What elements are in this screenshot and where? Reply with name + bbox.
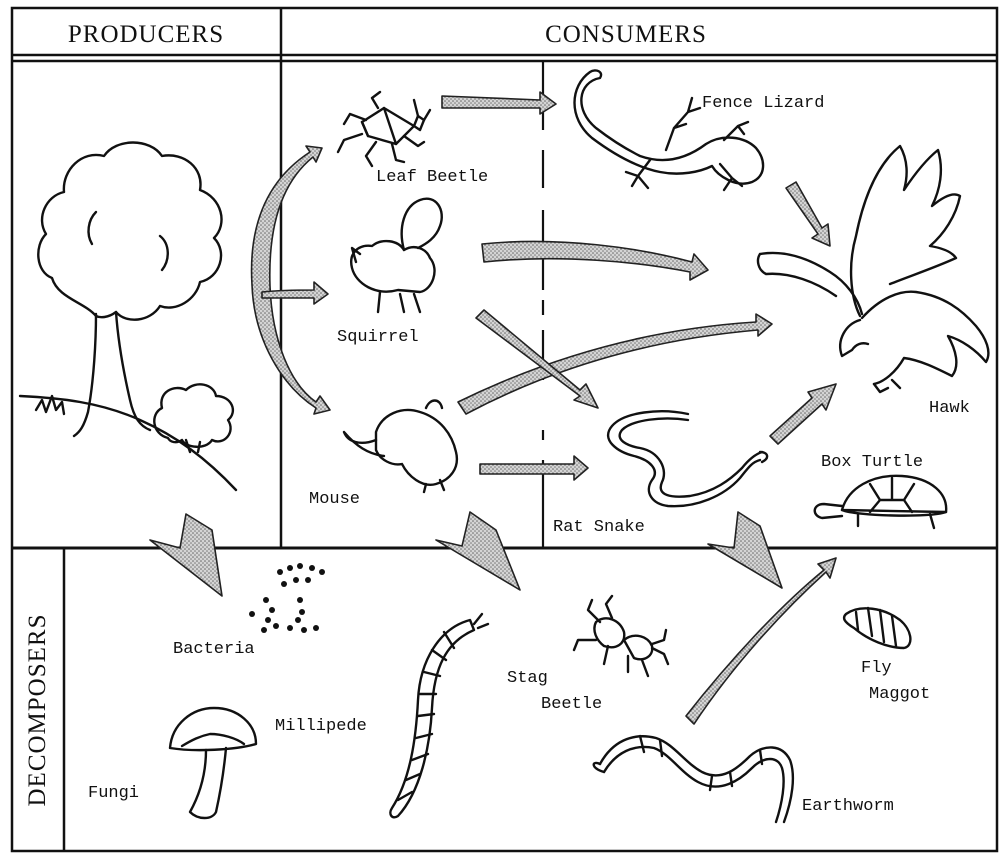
fence-lizard-illustration [575, 70, 764, 190]
producers-to-bacteria-arrow [150, 514, 222, 596]
fence-lizard-label: Fence Lizard [702, 94, 824, 113]
bacteria-illustration [249, 563, 325, 633]
tree-illustration [20, 143, 236, 491]
fungi-illustration [170, 708, 256, 818]
stag-beetle-label-line2: Beetle [541, 695, 602, 714]
hawk-illustration [758, 146, 988, 392]
bacteria-label: Bacteria [173, 640, 255, 659]
consumers-to-decomposers-arrow [436, 512, 520, 590]
producer-to-herbivores-arrow [252, 146, 330, 414]
bush-illustration [154, 384, 233, 452]
leaf-beetle-illustration [338, 92, 430, 166]
beetle-to-lizard-arrow [442, 92, 556, 114]
leaf-beetle-label: Leaf Beetle [376, 168, 488, 187]
mouse-to-snake-arrow [480, 456, 588, 480]
rat-snake-label: Rat Snake [553, 518, 645, 537]
mouse-label: Mouse [309, 490, 360, 509]
mouse-illustration [344, 401, 457, 493]
decomposers-header: DECOMPOSERS [24, 614, 51, 807]
fungi-label: Fungi [88, 784, 139, 803]
earthworm-to-hawk-arrow [686, 558, 836, 724]
fly-maggot-label-line2: Maggot [869, 685, 930, 704]
box-turtle-label: Box Turtle [821, 453, 923, 472]
fly-maggot-illustration [844, 608, 910, 648]
consumers-header: CONSUMERS [545, 21, 707, 48]
producers-header: PRODUCERS [68, 21, 224, 48]
millipede-illustration [390, 614, 488, 817]
snake-to-decomposers-arrow [708, 512, 782, 588]
millipede-label: Millipede [275, 717, 367, 736]
box-turtle-illustration [815, 476, 946, 528]
earthworm-label: Earthworm [802, 797, 894, 816]
squirrel-illustration [351, 199, 442, 312]
squirrel-to-hawk-arrow [482, 241, 708, 280]
lizard-to-hawk-arrow [786, 182, 830, 246]
fly-maggot-label-line1: Fly [861, 659, 892, 678]
squirrel-label: Squirrel [337, 328, 419, 347]
earthworm-illustration [594, 736, 793, 822]
hawk-label: Hawk [929, 399, 970, 418]
stag-beetle-label-line1: Stag [507, 669, 548, 688]
snake-to-hawk-arrow [770, 384, 836, 444]
stag-beetle-illustration [574, 596, 668, 676]
rat-snake-illustration [608, 411, 767, 506]
